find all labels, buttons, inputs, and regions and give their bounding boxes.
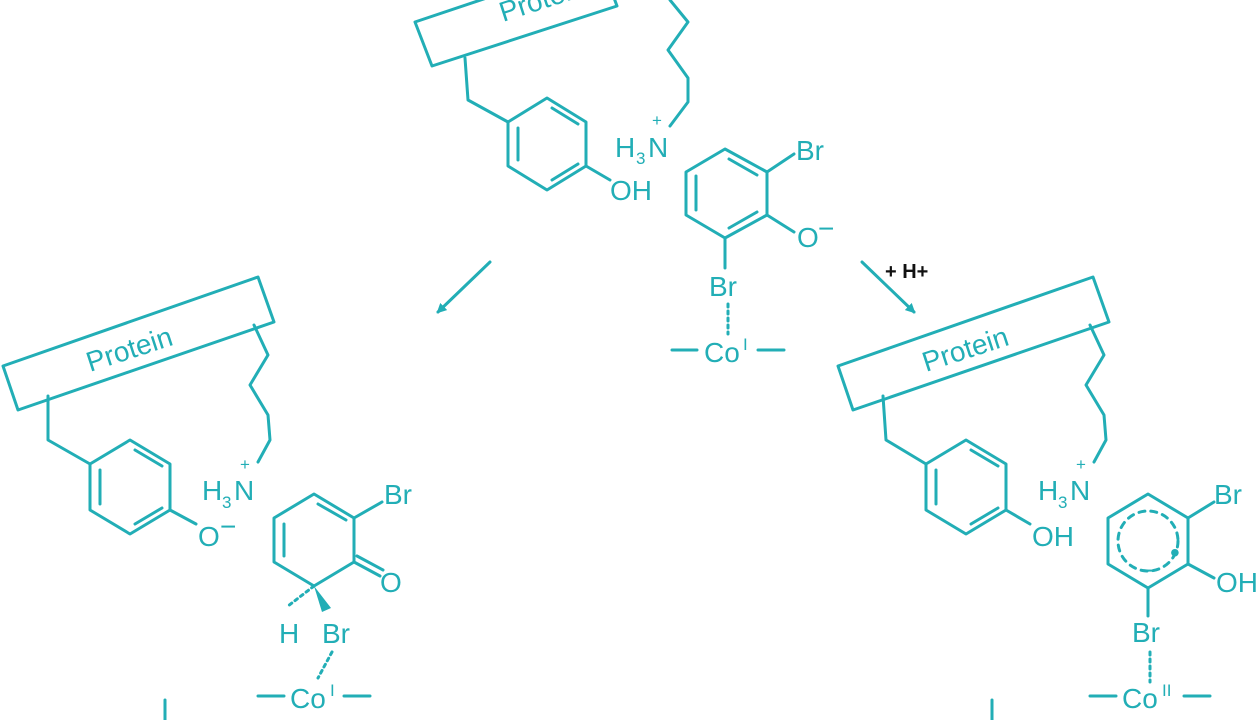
- left-br-co-bond: [316, 650, 334, 680]
- svg-text:H: H: [615, 132, 635, 163]
- right-tyrosine-linker: [881, 394, 928, 466]
- top-hydroxyl: OH: [610, 175, 652, 206]
- svg-text:3: 3: [636, 149, 645, 168]
- top-bromine-upper: Br: [796, 135, 824, 166]
- top-protein-label: Protein: [495, 0, 589, 28]
- top-tyrosine-linker: [463, 56, 510, 124]
- left-lysine-chain: [248, 323, 272, 464]
- left-tyrosine-ring: [88, 438, 198, 536]
- right-ring-radical: •: [1170, 537, 1180, 568]
- right-lysine-chain: [1084, 323, 1108, 464]
- right-protein-label: Protein: [918, 321, 1012, 378]
- top-phenoxide-charge: −: [818, 213, 834, 244]
- svg-text:+: +: [240, 455, 250, 474]
- svg-text:3: 3: [222, 493, 231, 512]
- left-bromine-lower: Br: [322, 618, 350, 649]
- svg-text:+: +: [652, 111, 662, 130]
- top-cobalt: Co I: [670, 335, 786, 368]
- left-complex: Protein O − H 3 N + Br: [1, 275, 412, 720]
- svg-text:I: I: [330, 681, 335, 700]
- right-bromine-lower: Br: [1132, 617, 1160, 648]
- left-bromine-upper: Br: [384, 479, 412, 510]
- right-complex: Protein OH H 3 N + Br OH − • Br: [836, 275, 1258, 720]
- right-ring-charge: −: [1140, 555, 1156, 586]
- svg-text:N: N: [234, 475, 254, 506]
- top-amine: H 3 N +: [615, 111, 668, 168]
- svg-text:I: I: [743, 335, 748, 354]
- svg-text:H: H: [202, 475, 222, 506]
- svg-text:Co: Co: [704, 337, 740, 368]
- right-protein-box: Protein: [836, 275, 1111, 412]
- svg-text:3: 3: [1058, 493, 1067, 512]
- left-tyrosine-linker: [46, 394, 92, 466]
- svg-text:N: N: [1070, 475, 1090, 506]
- left-substrate-ring: [272, 492, 385, 612]
- top-complex: Protein OH H 3 N + Br: [413, 0, 834, 368]
- left-amine: H 3 N +: [202, 455, 254, 512]
- left-cobalt: Co I: [256, 681, 372, 714]
- svg-text:Co: Co: [290, 683, 326, 714]
- reagent-label: + H+: [885, 261, 928, 283]
- left-protein-box: Protein: [1, 275, 276, 412]
- left-carbonyl-oxygen: O: [380, 567, 402, 598]
- svg-text:N: N: [648, 132, 668, 163]
- right-tyrosine-ring: [924, 438, 1032, 536]
- right-amine: H 3 N +: [1038, 455, 1090, 512]
- arrow-right: [860, 260, 916, 314]
- top-protein-box: Protein: [413, 0, 619, 68]
- top-phenoxide-oxygen: O: [797, 222, 819, 253]
- arrow-left: [436, 260, 492, 314]
- left-phenoxide-charge: −: [220, 511, 236, 542]
- svg-text:II: II: [1162, 681, 1171, 700]
- left-protein-label: Protein: [82, 321, 176, 378]
- right-cobalt: Co II: [1088, 681, 1212, 714]
- svg-text:+: +: [1076, 455, 1086, 474]
- svg-text:Co: Co: [1122, 683, 1158, 714]
- top-lysine-chain: [666, 0, 690, 128]
- right-hydroxyl-substrate: OH: [1216, 567, 1258, 598]
- left-hydrogen: H: [279, 618, 299, 649]
- top-substrate-ring: [684, 147, 796, 270]
- svg-text:H: H: [1038, 475, 1058, 506]
- right-bromine-upper: Br: [1214, 479, 1242, 510]
- top-tyrosine-ring: [506, 96, 612, 192]
- right-substrate-ring: [1106, 492, 1216, 618]
- top-bromine-lower: Br: [709, 271, 737, 302]
- right-hydroxyl: OH: [1032, 521, 1074, 552]
- left-phenoxide-oxygen: O: [198, 521, 220, 552]
